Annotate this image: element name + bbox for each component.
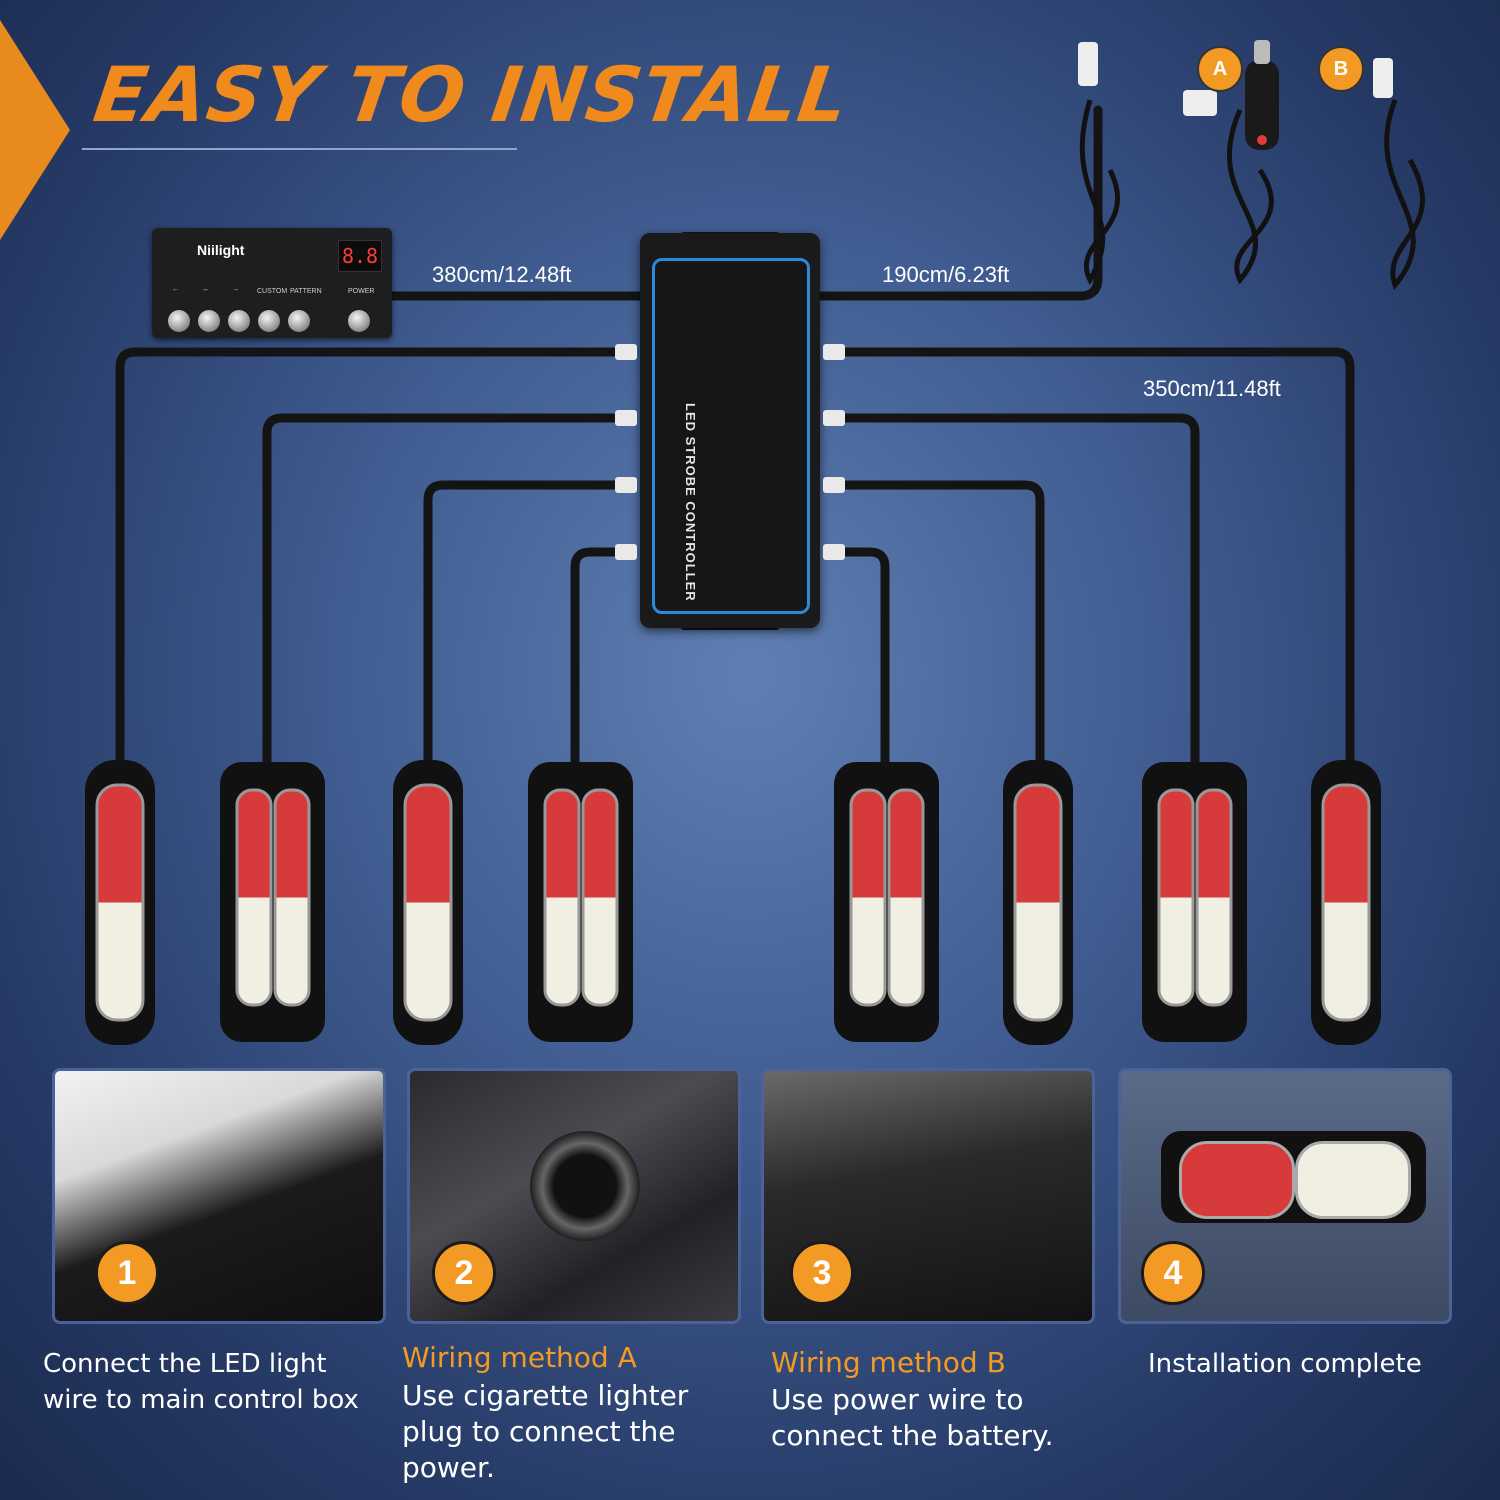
- strobe-light-narrow-4: [1311, 760, 1381, 1045]
- coil-cable-1: [1079, 99, 1120, 286]
- step-3-badge: 3: [790, 1241, 854, 1305]
- strobe-light-row: [85, 760, 1381, 1045]
- strobe-light-wide-1: [220, 762, 325, 1042]
- controller-power-label: POWER: [348, 288, 375, 295]
- option-a-badge: A: [1197, 46, 1243, 92]
- mode-button-1[interactable]: [168, 310, 190, 332]
- output-plug: [823, 477, 845, 493]
- strobe-light-wide-2: [528, 762, 633, 1042]
- light-wire-1: [115, 347, 620, 765]
- step-2-title: Wiring method A: [402, 1341, 637, 1374]
- arrow-left-icon: ←: [172, 286, 179, 293]
- connector-plug-a: [1183, 90, 1217, 116]
- step-3-caption: Use power wire to connect the battery.: [771, 1383, 1054, 1452]
- power-button[interactable]: [348, 310, 370, 332]
- wireless-controller: Niilight 8.8 ← ↔ → CUSTOM PATTERN POWER: [152, 228, 392, 338]
- output-plug: [823, 410, 845, 426]
- strobe-light-narrow-1: [85, 760, 155, 1045]
- step-4-badge: 4: [1141, 1241, 1205, 1305]
- light-wire-2: [262, 413, 620, 770]
- strobe-light-wide-3: [834, 762, 939, 1042]
- strobe-light-wide-4: [1142, 762, 1247, 1042]
- controller-brand: Niilight: [197, 242, 245, 258]
- output-plug: [615, 477, 637, 493]
- wiring-diagram: [115, 40, 1425, 770]
- output-plug: [615, 410, 637, 426]
- controller-display: 8.8: [338, 240, 382, 272]
- light-wire-length: 350cm/11.48ft: [1143, 376, 1281, 401]
- arrow-right-icon: →: [232, 286, 239, 293]
- step-4-caption: Installation complete: [1148, 1349, 1422, 1379]
- light-wire-5: [840, 547, 890, 770]
- step-1-badge: 1: [95, 1241, 159, 1305]
- strobe-light-narrow-3: [1003, 760, 1073, 1045]
- cigarette-plug-icon: [1245, 40, 1279, 150]
- pattern-button[interactable]: [288, 310, 310, 332]
- step-1-photo: 1: [52, 1068, 386, 1324]
- controller-custom-label: CUSTOM: [257, 288, 288, 295]
- controller-pattern-label: PATTERN: [290, 288, 322, 295]
- controller-wire-length: 380cm/12.48ft: [432, 262, 572, 287]
- output-plug: [615, 544, 637, 560]
- control-box-label: LED STROBE CONTROLLER: [683, 403, 698, 602]
- output-plug: [615, 344, 637, 360]
- connector-plug-b: [1373, 58, 1393, 98]
- light-wire-4: [570, 547, 620, 770]
- mode-button-3[interactable]: [228, 310, 250, 332]
- step-3-title: Wiring method B: [771, 1346, 1006, 1379]
- control-box-panel: [652, 258, 810, 614]
- option-b-badge: B: [1318, 46, 1364, 92]
- step-2-caption: Use cigarette lighter plug to connect th…: [402, 1379, 689, 1484]
- step-4-photo: 4: [1118, 1068, 1452, 1324]
- title-divider: [82, 148, 517, 150]
- corner-accent: [0, 20, 70, 240]
- installed-strobe: [1161, 1131, 1426, 1223]
- step-3-photo: 3: [761, 1068, 1095, 1324]
- output-plug: [823, 544, 845, 560]
- custom-button[interactable]: [258, 310, 280, 332]
- power-wire-length: 190cm/6.23ft: [882, 262, 1010, 287]
- coil-cable-b: [1384, 99, 1425, 291]
- light-wire-8: [840, 347, 1355, 765]
- step-2-badge: 2: [432, 1241, 496, 1305]
- connector-plug-1: [1078, 42, 1098, 86]
- mode-button-2[interactable]: [198, 310, 220, 332]
- lighter-socket-icon: [530, 1131, 640, 1241]
- power-wire: [815, 105, 1103, 301]
- strobe-light-narrow-2: [393, 760, 463, 1045]
- output-plug: [823, 344, 845, 360]
- light-wire-6: [840, 480, 1045, 765]
- light-wire-7: [840, 413, 1200, 770]
- light-wire-3: [423, 480, 620, 765]
- step-2-photo: 2: [407, 1068, 741, 1324]
- strobe-control-box: LED STROBE CONTROLLER: [640, 233, 820, 628]
- step-1-caption: Connect the LED light wire to main contr…: [43, 1349, 359, 1415]
- arrow-both-icon: ↔: [202, 286, 209, 293]
- coil-cable-a: [1226, 108, 1274, 285]
